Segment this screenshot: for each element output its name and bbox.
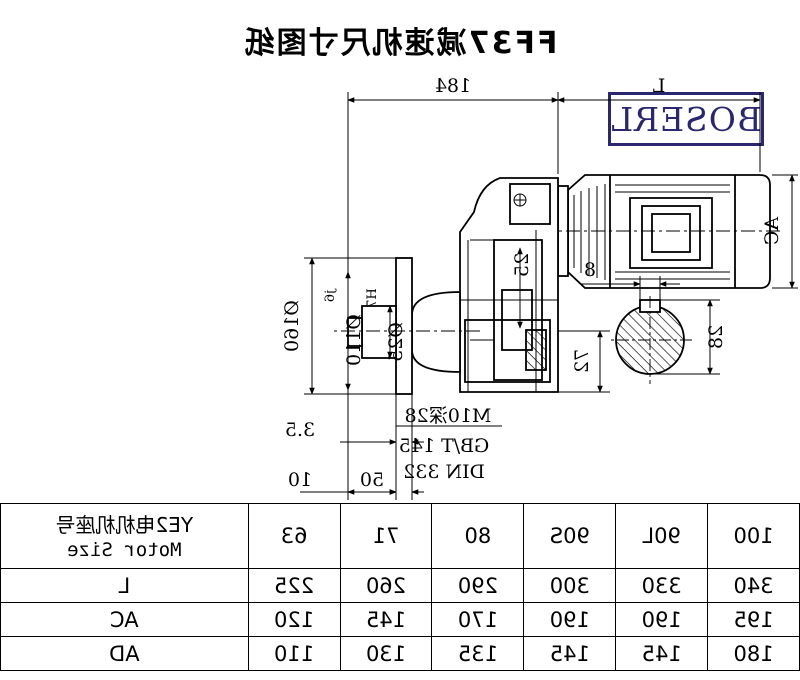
- header-sublabel: Motor Size: [67, 539, 182, 561]
- size-cell: 80: [431, 503, 524, 569]
- value-cell: 145: [340, 602, 432, 637]
- housing-details: [460, 193, 558, 392]
- shaft-note-thread: M10深28: [405, 405, 492, 427]
- dim-25-label: 25: [511, 253, 533, 277]
- value-cell: 190: [615, 602, 708, 637]
- dim-184-label: 184: [435, 75, 471, 97]
- dim-28-label: 28: [705, 325, 727, 349]
- size-cell: 100: [707, 503, 800, 569]
- table-row: 195 190 190 170 145 120 AC: [0, 602, 800, 637]
- header-label-cell: YE2电机机座号 Motor Size: [0, 503, 249, 569]
- shaft-section: [608, 296, 692, 384]
- value-cell: 135: [431, 636, 524, 671]
- dim-tol25-label: H7: [365, 288, 380, 308]
- dim-dia110-label: Ø110: [343, 314, 365, 366]
- dim-AC-label: AC: [761, 216, 783, 245]
- dim-key-width: [580, 276, 680, 300]
- row-label-cell: AC: [0, 602, 249, 637]
- motor-size-table: 100 90L 90S 80 71 63 YE2电机机座号 Motor Size…: [0, 503, 800, 671]
- table-row: 340 330 300 290 260 225 L: [0, 568, 800, 603]
- value-cell: 260: [340, 568, 432, 603]
- shaft-note-din: DIN 332: [403, 461, 485, 483]
- value-cell: 195: [707, 602, 800, 637]
- value-cell: 145: [523, 636, 616, 671]
- dim-key-depth: [650, 299, 720, 375]
- row-label-cell: L: [0, 568, 249, 603]
- size-cell: 90L: [615, 503, 708, 569]
- header-label: YE2电机机座号: [55, 513, 194, 537]
- dim-L: [557, 92, 761, 174]
- value-cell: 130: [340, 636, 432, 671]
- dim-3-5-label: 3.5: [285, 419, 315, 441]
- dim-AC: [772, 174, 798, 289]
- table-row: 180 145 145 135 130 110 AD: [0, 636, 800, 671]
- table-header-row: 100 90L 90S 80 71 63 YE2电机机座号 Motor Size: [0, 503, 800, 569]
- value-cell: 330: [615, 568, 708, 603]
- value-cell: 145: [615, 636, 708, 671]
- value-cell: 225: [248, 568, 341, 603]
- value-cell: 300: [523, 568, 616, 603]
- gearmotor-drawing: L 184 AC 72 25: [281, 75, 798, 500]
- dim-10-label: 10: [288, 469, 312, 491]
- value-cell: 340: [707, 568, 800, 603]
- size-cell: 63: [248, 503, 341, 569]
- motor-cooling-fins: [573, 184, 730, 280]
- dim-flange-widths: [300, 346, 424, 500]
- dim-72: [558, 330, 610, 393]
- value-cell: 290: [431, 568, 524, 603]
- row-label-cell: AD: [0, 636, 249, 671]
- value-cell: 170: [431, 602, 524, 637]
- dim-L-label: L: [652, 75, 665, 97]
- shaft-note-gbt: GB/T 145: [399, 435, 490, 457]
- value-cell: 190: [523, 602, 616, 637]
- gear-housing: [459, 177, 559, 393]
- size-cell: 71: [340, 503, 432, 569]
- dim-tol110-label: j6: [323, 288, 338, 302]
- dim-50-label: 50: [360, 469, 384, 491]
- dim-72-label: 72: [571, 349, 593, 373]
- value-cell: 110: [248, 636, 341, 671]
- dim-dia160-label: Ø160: [281, 300, 303, 352]
- value-cell: 120: [248, 602, 341, 637]
- size-cell: 90S: [523, 503, 616, 569]
- dim-8-label: 8: [584, 259, 596, 281]
- value-cell: 180: [707, 636, 800, 671]
